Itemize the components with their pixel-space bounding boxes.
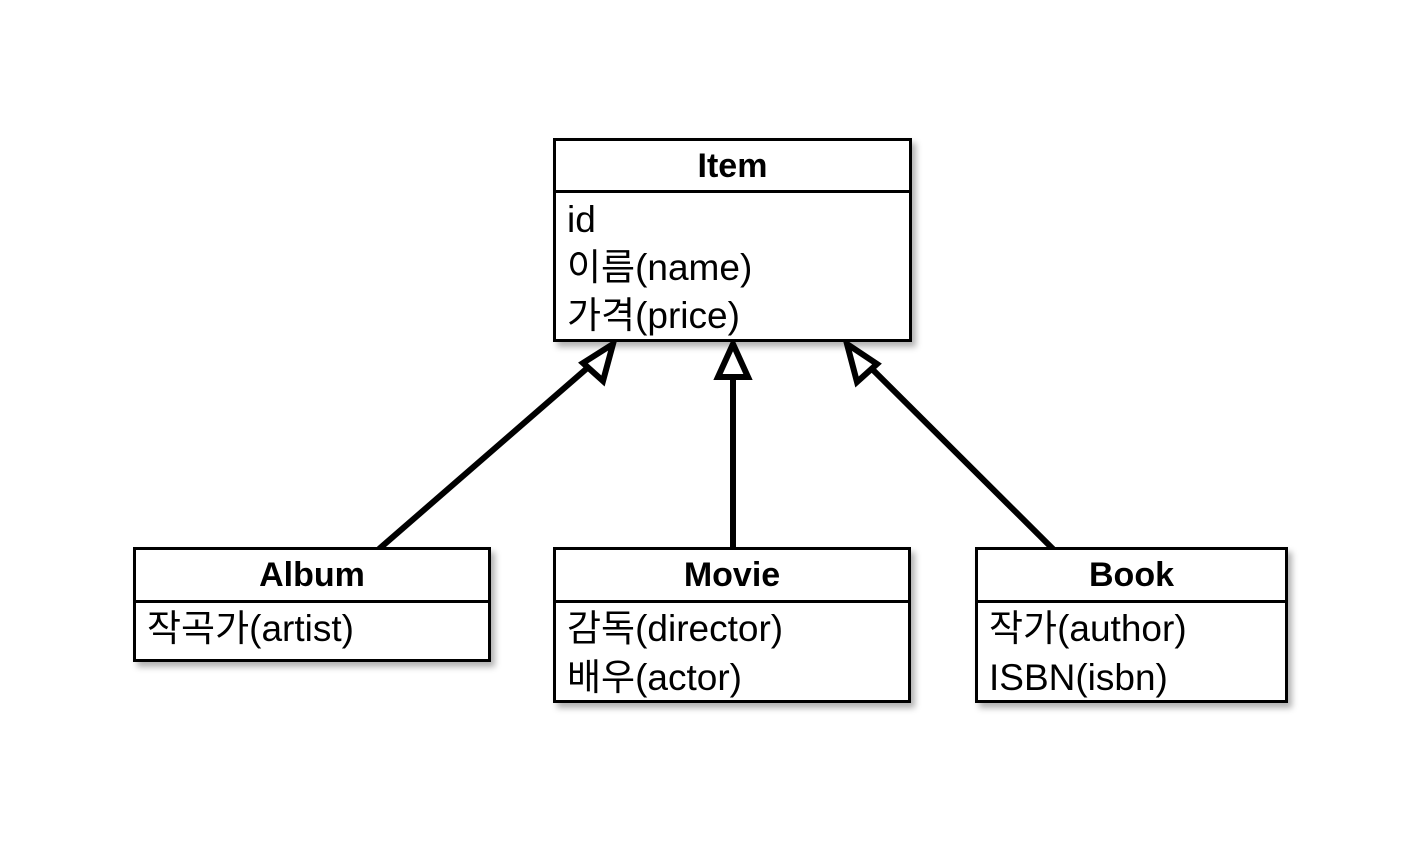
edge-book-to-item	[842, 337, 1056, 552]
class-attributes-album: 작곡가(artist)	[136, 603, 488, 654]
attribute-row: id	[567, 199, 596, 240]
hollow-triangle-arrowhead-album	[578, 337, 618, 387]
attribute-row: 작곡가(artist)	[147, 608, 354, 649]
attribute-row: 이름(name)	[567, 247, 753, 288]
attribute-row: 작가(author)	[989, 608, 1187, 649]
hollow-triangle-arrowhead-book	[842, 337, 882, 388]
class-attributes-movie: 감독(director) 배우(actor)	[556, 603, 908, 702]
attribute-row: 감독(director)	[567, 608, 784, 649]
class-attributes-item: id 이름(name) 가격(price)	[556, 193, 909, 340]
attribute-row: ISBN(isbn)	[989, 657, 1168, 698]
edge-album-to-item	[377, 337, 618, 552]
class-box-book[interactable]: Book 작가(author) ISBN(isbn)	[975, 547, 1288, 703]
attribute-row: 배우(actor)	[567, 657, 742, 698]
class-box-item[interactable]: Item id 이름(name) 가격(price)	[553, 138, 912, 342]
attribute-row: 가격(price)	[567, 295, 740, 336]
class-title-book: Book	[978, 550, 1285, 603]
hollow-triangle-arrowhead-movie	[713, 336, 753, 380]
edge-movie-to-item	[713, 336, 753, 549]
class-box-album[interactable]: Album 작곡가(artist)	[133, 547, 491, 662]
class-title-album: Album	[136, 550, 488, 603]
class-title-item: Item	[556, 141, 909, 193]
class-title-movie: Movie	[556, 550, 908, 603]
class-box-movie[interactable]: Movie 감독(director) 배우(actor)	[553, 547, 911, 703]
class-attributes-book: 작가(author) ISBN(isbn)	[978, 603, 1285, 702]
